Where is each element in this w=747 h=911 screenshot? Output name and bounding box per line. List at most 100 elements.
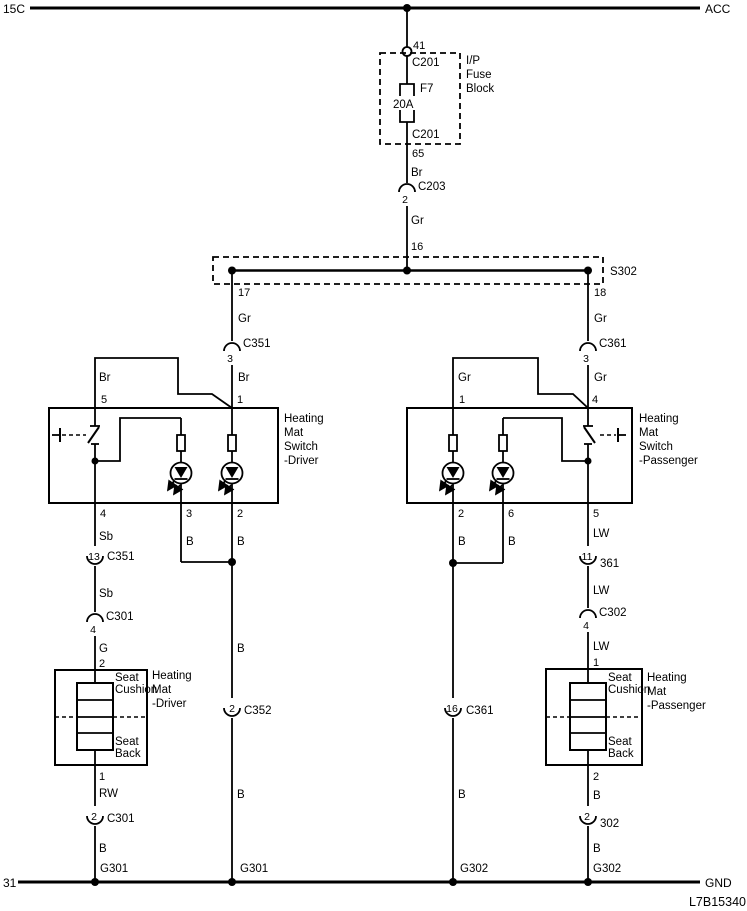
resistor-icon xyxy=(227,434,237,452)
connector-pin: 13 xyxy=(88,551,100,563)
connector-pin: 4 xyxy=(583,620,589,632)
led-diode-icon xyxy=(446,467,460,478)
feed-circuit: Br C203 2 Gr 16 xyxy=(398,122,446,270)
led-indicator xyxy=(439,408,465,503)
wire-color-label: B xyxy=(593,790,601,802)
connector-label: 361 xyxy=(600,558,619,570)
wire-color-label: Sb xyxy=(99,531,113,543)
connector-label: C301 xyxy=(106,611,134,623)
switch-blade-icon xyxy=(583,426,596,444)
splice-label: S302 xyxy=(610,266,637,278)
wire-color-label: B xyxy=(593,843,601,855)
connector-pin: 3 xyxy=(227,353,233,365)
ground-rail-right-label: GND xyxy=(705,876,732,890)
terminal-circle-icon xyxy=(401,46,413,57)
switch-pin: 1 xyxy=(237,394,243,406)
wire-color-label: B xyxy=(458,789,466,801)
connector-symbol-icon xyxy=(86,613,104,623)
wire-color-label: B xyxy=(508,536,516,548)
passenger-mat-circuit: LW 11 361 LW C302 4 LW 1 Seat Cushion Se… xyxy=(545,503,706,886)
switch-label: Mat xyxy=(639,427,659,439)
connector-pin: 16 xyxy=(446,703,458,715)
wire-color-label: Sb xyxy=(99,588,113,600)
seat-back-label: Seat xyxy=(608,736,632,748)
wire-color-label: LW xyxy=(593,641,610,653)
switch-label: Switch xyxy=(284,441,318,453)
power-rail: 15C ACC xyxy=(3,2,731,16)
wire-color-label: Br xyxy=(411,167,423,179)
switch-outline xyxy=(406,407,633,504)
seat-cushion-label: Cushion xyxy=(115,684,157,696)
connector-label: C351 xyxy=(243,338,271,350)
connector-pin: 3 xyxy=(583,353,589,365)
connector-symbol-icon xyxy=(86,555,104,565)
connector-label: C352 xyxy=(244,705,272,717)
connector-pin: 2 xyxy=(584,811,590,823)
junction-dot xyxy=(403,266,411,275)
mat-label: -Passenger xyxy=(647,700,706,712)
switch-pin: 4 xyxy=(100,508,106,520)
heating-mat-passenger: Seat Cushion Seat Back Heating Mat -Pass… xyxy=(545,668,706,766)
connector-pin: 2 xyxy=(229,703,235,715)
wire-color-label: Br xyxy=(99,372,111,384)
wire-color-label: LW xyxy=(593,585,610,597)
wire-color-label: B xyxy=(458,536,466,548)
connector-symbol-icon xyxy=(223,342,241,352)
passenger-branch: 18 Gr C361 3 Gr 1 Gr 4 xyxy=(452,270,627,409)
led-emission-arrow-icon xyxy=(167,479,178,492)
switch-pin: 3 xyxy=(186,508,192,520)
wire-color-label: Gr xyxy=(458,372,471,384)
splice-pin: 18 xyxy=(594,287,606,299)
fuse-bracket-top-icon xyxy=(399,83,415,96)
connector-label: C302 xyxy=(599,607,627,619)
switch-pin: 5 xyxy=(101,394,107,406)
seat-cushion-label: Seat xyxy=(608,672,632,684)
wire-color-label: B xyxy=(99,843,107,855)
mat-label: Mat xyxy=(647,686,667,698)
fuse-pin-top: 41 xyxy=(413,40,425,52)
connector-pin: 11 xyxy=(582,551,593,563)
mat-pin: 2 xyxy=(99,658,105,670)
switch-pin: 5 xyxy=(593,508,599,520)
resistor-icon xyxy=(176,434,186,452)
fuse-pin-bottom: 65 xyxy=(412,148,424,160)
switch-blade-icon xyxy=(87,426,100,444)
led-diode-icon xyxy=(225,467,239,478)
led-indicator xyxy=(167,418,193,503)
connector-symbol-icon xyxy=(86,815,104,825)
heating-mat-switch-driver: Heating Mat Switch -Driver xyxy=(48,407,324,520)
passenger-led-return: B B 16 C361 B G302 xyxy=(444,503,516,886)
wire-color-label: Gr xyxy=(238,313,251,325)
connector-symbol-icon xyxy=(579,609,597,619)
fuse-connector-bottom: C201 xyxy=(412,129,440,141)
led-diode-icon xyxy=(174,467,188,478)
seat-back-label: Back xyxy=(115,748,141,760)
led-diode-icon xyxy=(496,467,510,478)
switch-pin: 2 xyxy=(458,508,464,520)
splice-pin: 17 xyxy=(238,287,250,299)
splice-pin-in: 16 xyxy=(411,241,423,253)
led-feed-jumper xyxy=(503,417,588,462)
led-emission-arrow-icon xyxy=(439,479,450,492)
connector-symbol-icon xyxy=(579,342,597,352)
switch-pin: 4 xyxy=(592,394,598,406)
connector-label: C351 xyxy=(107,551,135,563)
connector-label: C361 xyxy=(466,705,494,717)
switch-label: Mat xyxy=(284,427,304,439)
wire-color-label: G xyxy=(99,643,108,655)
switch-outline xyxy=(48,407,279,504)
ip-fuse-block: 41 C201 F7 20A C201 I/P Fuse Block 65 xyxy=(379,8,494,160)
led-feed-jumper xyxy=(95,417,181,462)
led-emission-arrow-icon xyxy=(224,483,235,496)
heating-mat-switch-passenger: Heating Mat Switch -Passenger xyxy=(406,407,698,520)
wire-color-label: B xyxy=(237,536,245,548)
led-emission-arrow-icon xyxy=(489,479,500,492)
ground-label: G302 xyxy=(593,863,621,875)
switch-label: Heating xyxy=(284,413,324,425)
seat-back-label: Back xyxy=(608,748,634,760)
fuse-block-label: Block xyxy=(466,83,494,95)
heating-mat-driver: Seat Cushion Seat Back Heating Mat -Driv… xyxy=(54,669,192,766)
ground-rail-left-label: 31 xyxy=(3,876,17,890)
fuse-name: F7 xyxy=(420,83,433,95)
